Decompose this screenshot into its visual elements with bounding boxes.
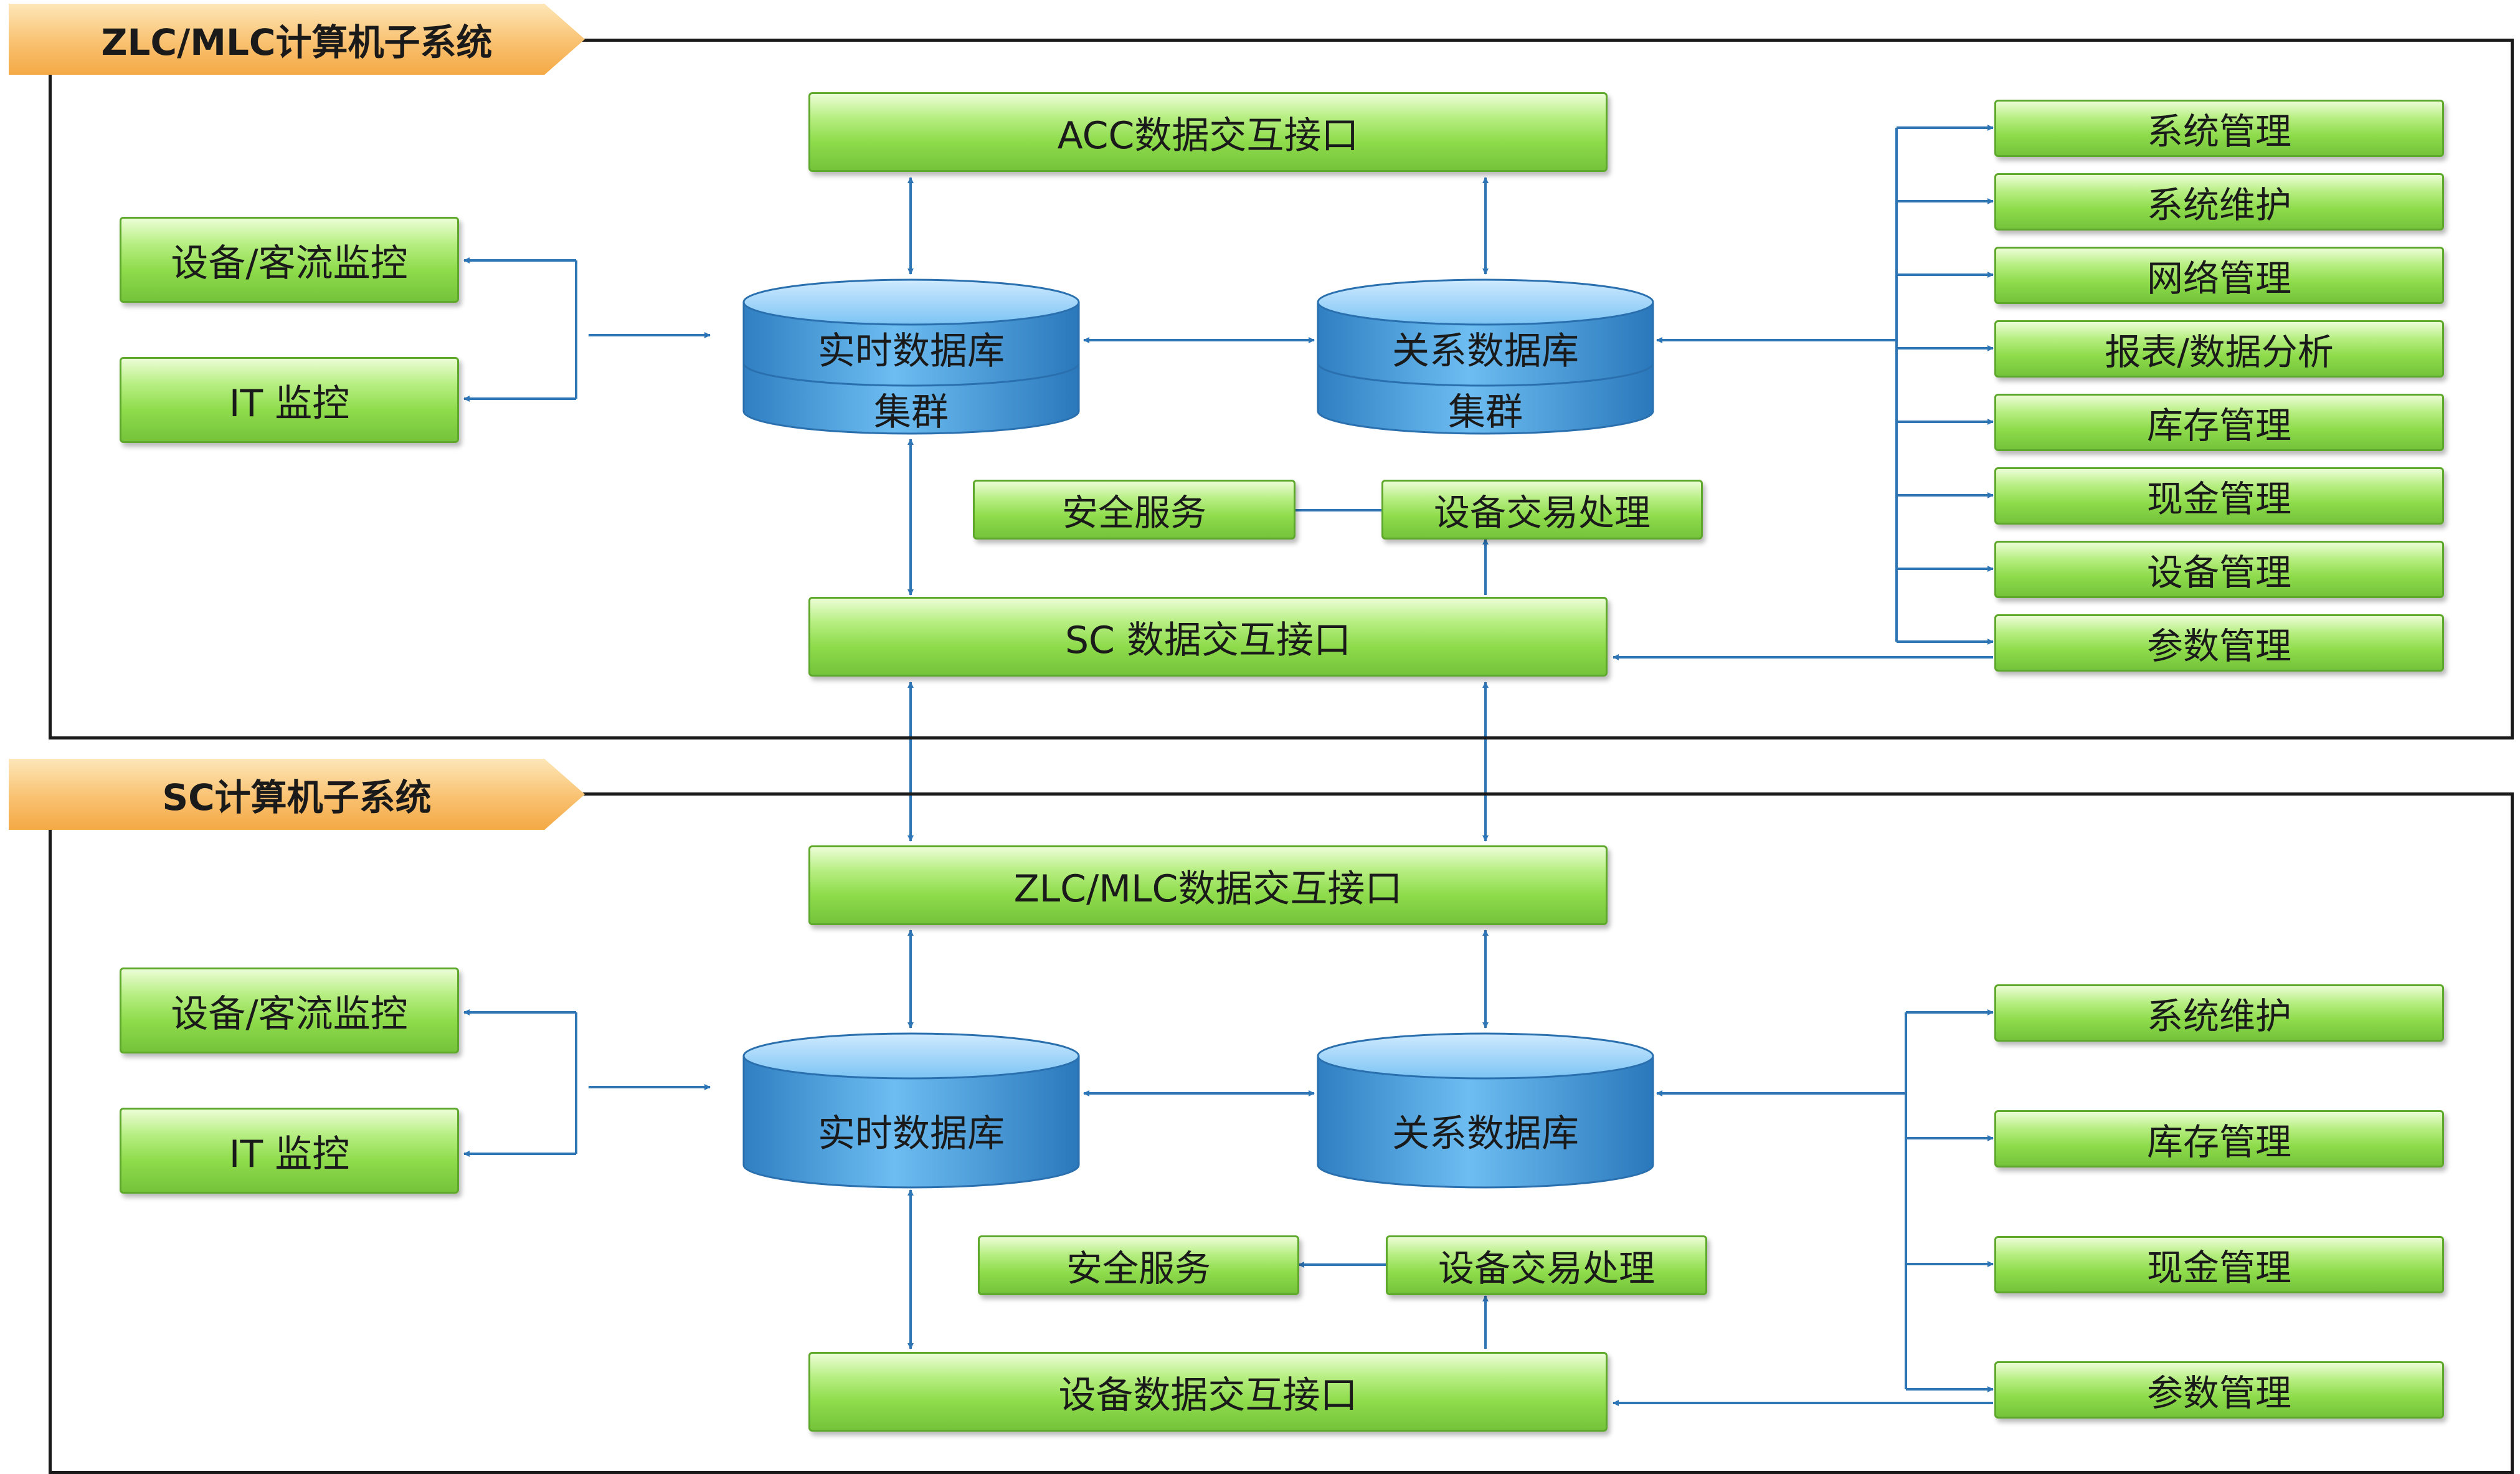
zlc-mlc-interface-box[interactable]: ZLC/MLC数据交互接口 [808, 845, 1608, 925]
func-inventory-management[interactable]: 库存管理 [1994, 1110, 2444, 1167]
func-parameter-management[interactable]: 参数管理 [1994, 1361, 2444, 1419]
func-system-management[interactable]: 系统管理 [1994, 100, 2444, 157]
func-parameter-management[interactable]: 参数管理 [1994, 614, 2444, 672]
realtime-database[interactable]: 实时数据库 [741, 1031, 1081, 1190]
equipment-passenger-monitor-box[interactable]: 设备/客流监控 [120, 217, 459, 303]
func-network-management[interactable]: 网络管理 [1994, 247, 2444, 304]
security-service-box[interactable]: 安全服务 [978, 1235, 1299, 1295]
it-monitor-box[interactable]: IT 监控 [120, 357, 459, 443]
equipment-transaction-box[interactable]: 设备交易处理 [1381, 480, 1703, 540]
realtime-db-label: 实时数据库 [818, 330, 1005, 373]
zlc-mlc-subsystem-frame [49, 39, 2514, 739]
security-service-box[interactable]: 安全服务 [973, 480, 1296, 540]
relational-db-label: 关系数据库 [1392, 1112, 1579, 1156]
func-cash-management[interactable]: 现金管理 [1994, 1236, 2444, 1293]
equipment-transaction-box[interactable]: 设备交易处理 [1386, 1235, 1707, 1295]
realtime-db-label: 实时数据库 [818, 1112, 1005, 1156]
relational-database-cluster[interactable]: 关系数据库 集群 [1315, 277, 1656, 436]
acc-interface-box[interactable]: ACC数据交互接口 [808, 92, 1608, 172]
sc-subsystem-title: SC计算机子系统 [9, 759, 585, 830]
func-equipment-management[interactable]: 设备管理 [1994, 541, 2444, 598]
func-cash-management[interactable]: 现金管理 [1994, 467, 2444, 525]
it-monitor-box[interactable]: IT 监控 [120, 1108, 459, 1194]
equipment-interface-box[interactable]: 设备数据交互接口 [808, 1352, 1608, 1432]
func-report-analysis[interactable]: 报表/数据分析 [1994, 320, 2444, 378]
realtime-db-cluster-label: 集群 [874, 391, 949, 434]
func-inventory-management[interactable]: 库存管理 [1994, 394, 2444, 451]
relational-db-label: 关系数据库 [1392, 330, 1579, 373]
func-system-maintenance[interactable]: 系统维护 [1994, 173, 2444, 231]
relational-database[interactable]: 关系数据库 [1315, 1031, 1656, 1190]
zlc-mlc-subsystem-title: ZLC/MLC计算机子系统 [9, 4, 585, 75]
relational-db-cluster-label: 集群 [1448, 391, 1523, 434]
sc-interface-box[interactable]: SC 数据交互接口 [808, 597, 1608, 677]
func-system-maintenance[interactable]: 系统维护 [1994, 984, 2444, 1042]
realtime-database-cluster[interactable]: 实时数据库 集群 [741, 277, 1081, 436]
equipment-passenger-monitor-box[interactable]: 设备/客流监控 [120, 968, 459, 1053]
